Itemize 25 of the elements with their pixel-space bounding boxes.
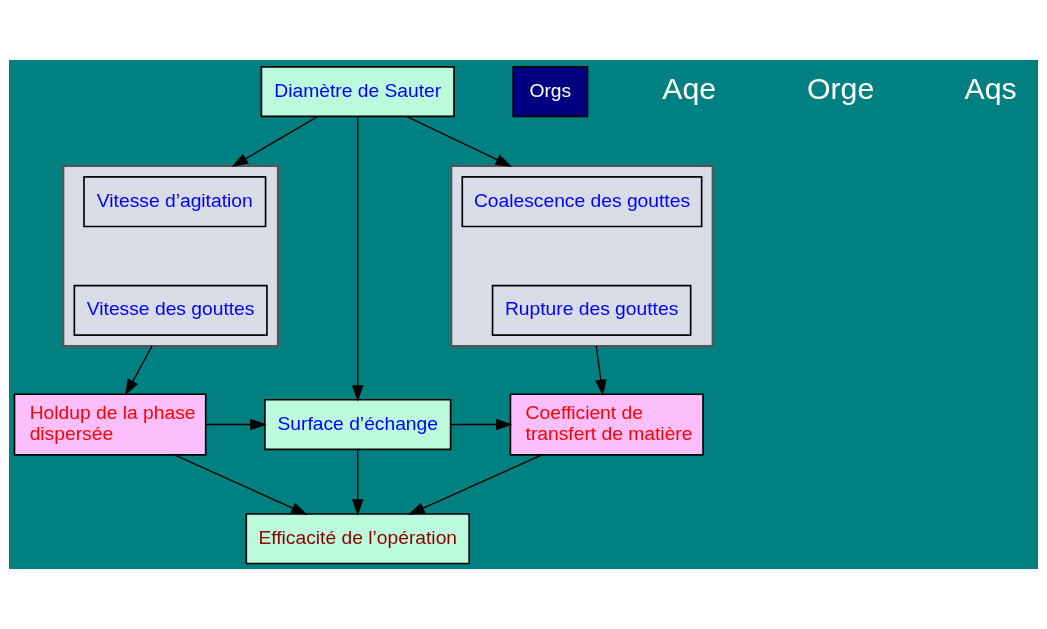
cluster (450, 164, 714, 348)
arrow (231, 115, 319, 167)
arrow (351, 116, 364, 402)
node-box: Coalescence des gouttes (461, 176, 703, 228)
label: Orge (806, 72, 875, 106)
cluster (62, 164, 279, 348)
node-box: Surface d’échange (264, 398, 452, 451)
node-box: Coefficient de transfert de matière (509, 393, 704, 456)
arrow (449, 418, 513, 431)
label: Aqe (662, 72, 717, 106)
node-box: Vitesse des gouttes (73, 284, 268, 336)
node-box: Orgs (512, 66, 589, 118)
node-box: Holdup de la phase dispersée (13, 393, 207, 456)
arrow (173, 454, 308, 515)
arrow (406, 115, 512, 167)
node-box: Diamètre de Sauter (260, 66, 455, 118)
node-box: Rupture des gouttes (491, 284, 692, 336)
node-box: Efficacité de l’opération (245, 513, 470, 565)
arrow (408, 454, 543, 515)
arrow (205, 418, 267, 431)
arrow (124, 345, 153, 396)
node-box: Vitesse d’agitation (83, 176, 267, 228)
arrow (595, 345, 607, 397)
label: Aqs (964, 72, 1017, 106)
arrow (351, 448, 364, 516)
